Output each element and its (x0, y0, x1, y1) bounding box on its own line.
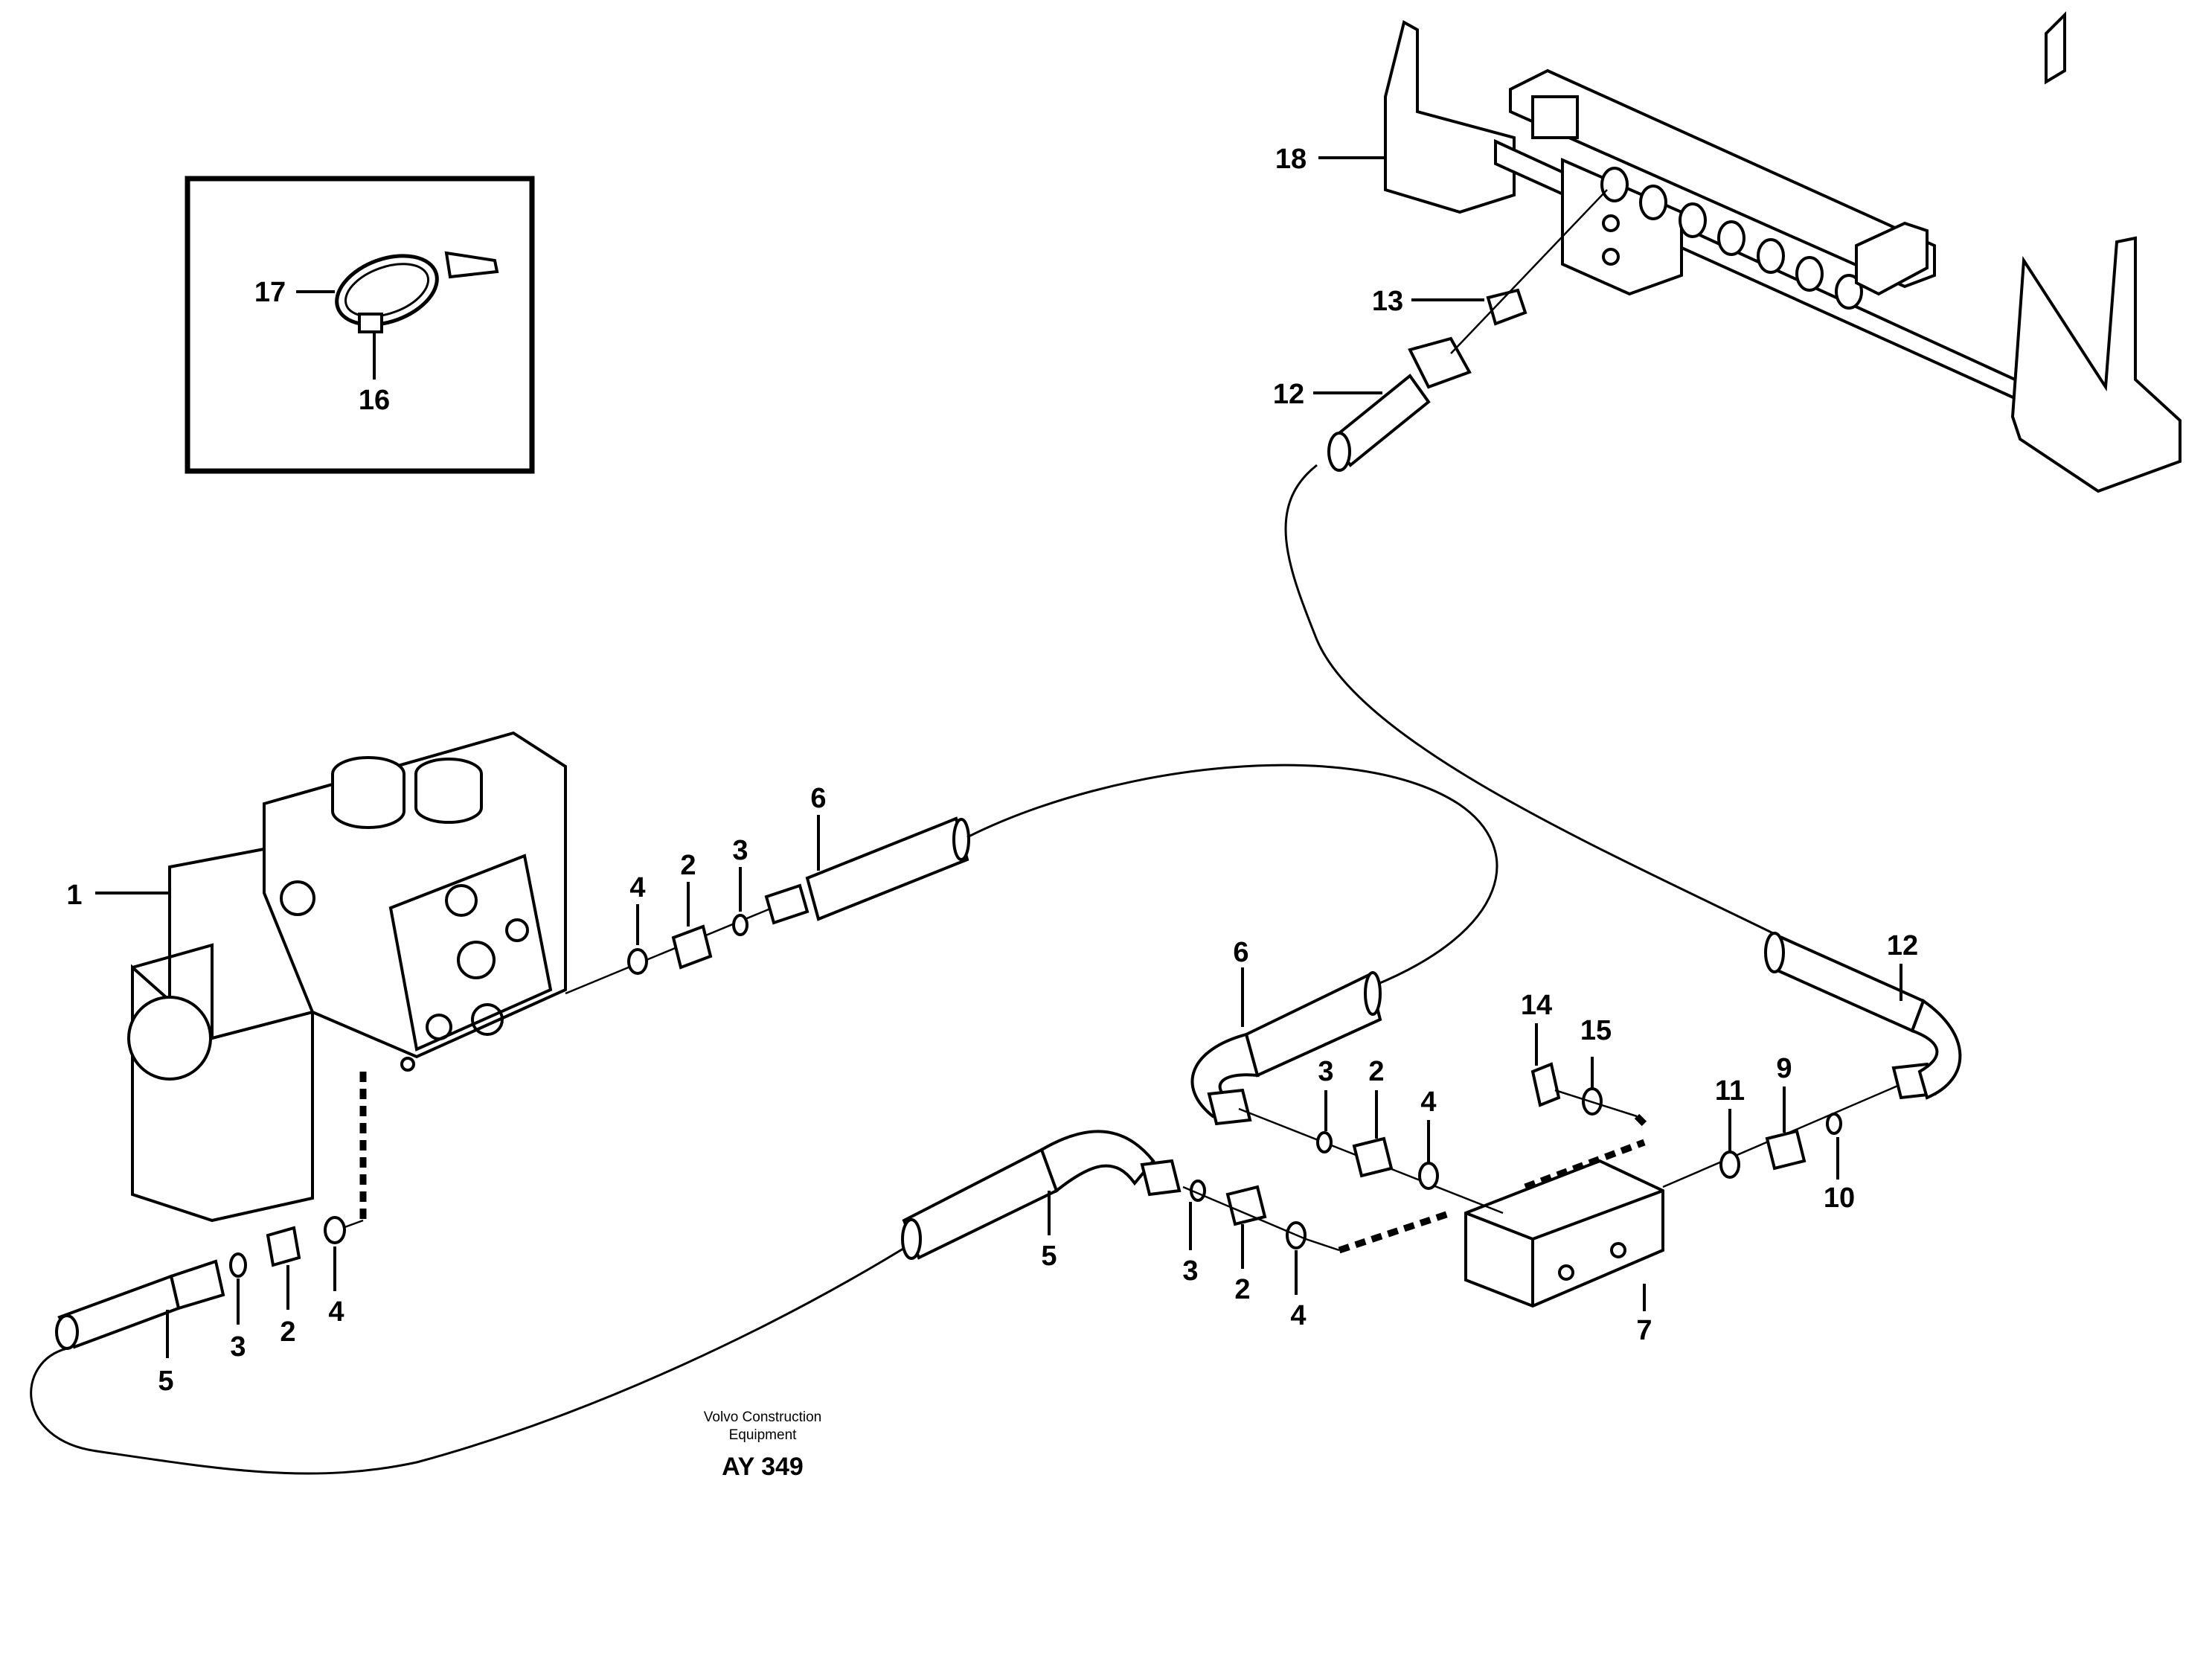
leader-lines (95, 156, 1902, 1358)
label-part-4: 4 (328, 1296, 344, 1328)
middle-hose-6-fittings (1190, 971, 1647, 1214)
label-part-3: 3 (1318, 1056, 1333, 1087)
label-part-6: 6 (810, 783, 826, 814)
cable-tie-inset (185, 176, 535, 474)
label-part-7: 7 (1636, 1315, 1652, 1346)
label-part-12: 12 (1273, 379, 1304, 410)
control-valve (127, 731, 567, 1223)
label-part-16: 16 (359, 385, 390, 416)
cable-tie-icon (335, 251, 499, 333)
label-part-11: 11 (1715, 1075, 1745, 1107)
label-part-9: 9 (1776, 1053, 1792, 1084)
valve-outlet-fittings (565, 764, 1498, 995)
drawing-caption: Volvo Construction Equipment AY 349 (704, 1409, 821, 1481)
manifold-bracket (1384, 11, 2181, 493)
label-part-2: 2 (680, 850, 696, 881)
label-part-14: 14 (1521, 990, 1552, 1021)
right-hose-12-fittings (1284, 464, 1962, 1188)
label-part-4: 4 (629, 872, 645, 903)
junction-block (1464, 1139, 1664, 1308)
label-part-10: 10 (1824, 1182, 1855, 1214)
left-lower-fittings (30, 1072, 920, 1475)
label-part-3: 3 (732, 835, 748, 866)
label-part-5: 5 (158, 1366, 173, 1397)
label-part-12: 12 (1887, 930, 1918, 961)
label-part-17: 17 (254, 277, 286, 308)
label-part-15: 15 (1580, 1015, 1612, 1046)
label-part-1: 1 (66, 880, 82, 911)
caption-line-2: Equipment (729, 1427, 798, 1443)
label-part-18: 18 (1275, 144, 1307, 175)
part-labels: 1 4 2 3 6 4 2 3 5 5 3 2 4 6 3 2 4 14 15 … (66, 144, 1918, 1397)
label-part-2: 2 (1368, 1056, 1384, 1087)
label-part-2: 2 (280, 1316, 295, 1348)
label-part-4: 4 (1290, 1300, 1306, 1331)
caption-line-1: Volvo Construction (704, 1409, 821, 1425)
label-part-6: 6 (1233, 937, 1248, 968)
label-part-13: 13 (1372, 286, 1403, 317)
top-hose-12-fittings (1327, 189, 1608, 472)
label-part-5: 5 (1041, 1241, 1057, 1272)
label-part-3: 3 (230, 1331, 246, 1363)
label-part-2: 2 (1234, 1274, 1250, 1305)
middle-hose-fittings (901, 1130, 1452, 1260)
drawing-code: AY 349 (722, 1453, 804, 1481)
label-part-3: 3 (1182, 1255, 1198, 1287)
label-part-4: 4 (1420, 1086, 1436, 1118)
